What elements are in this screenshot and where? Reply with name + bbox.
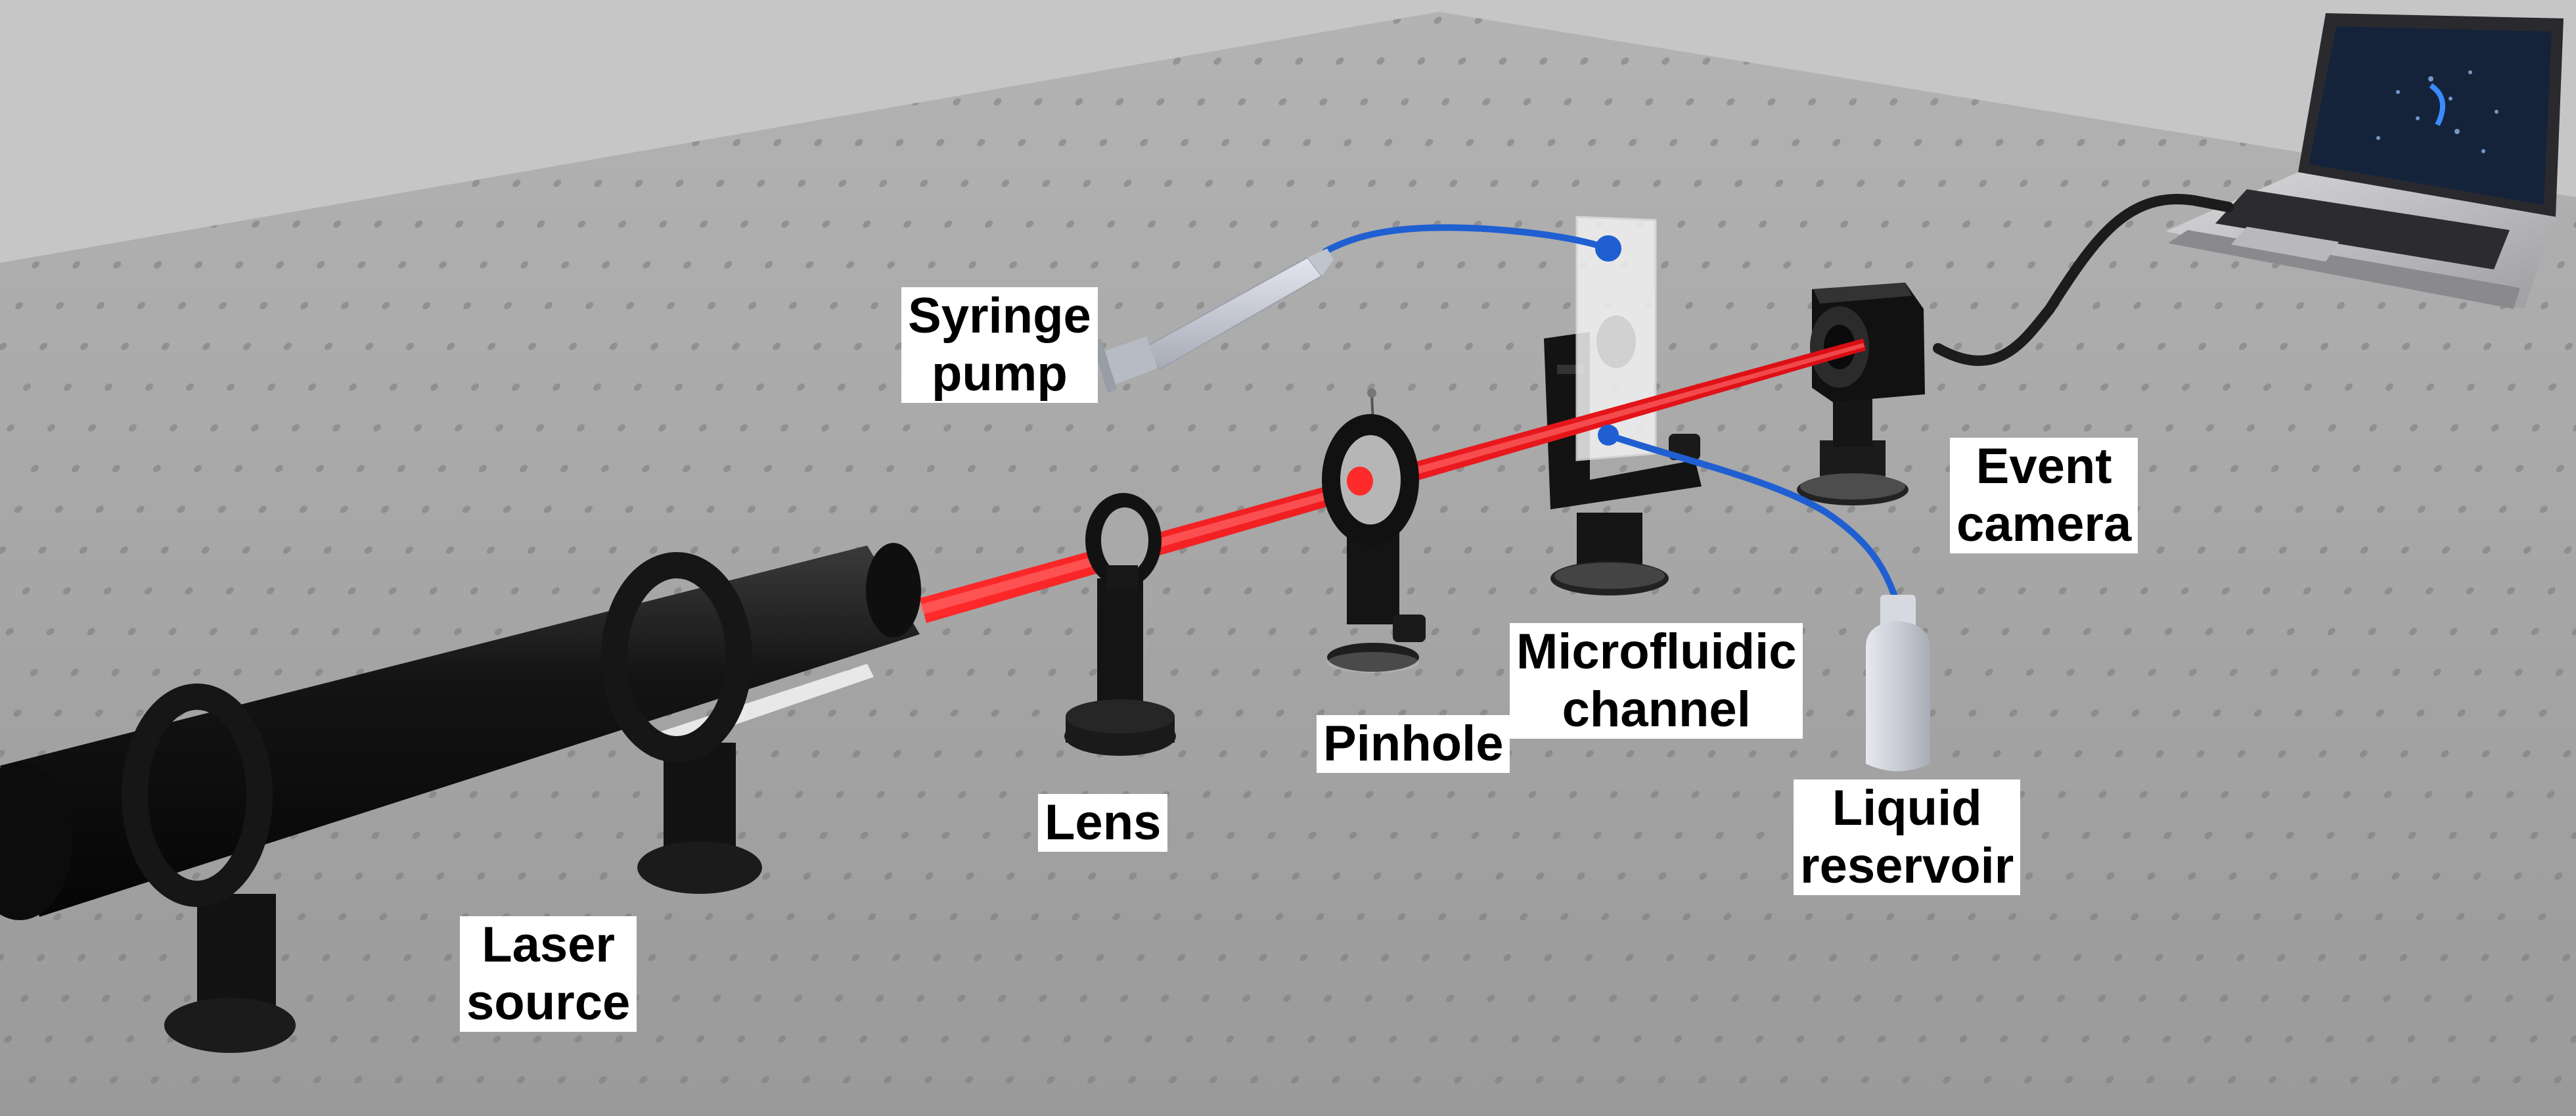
microfluidic-chip-icon [1575, 216, 1657, 461]
lens-mount-icon [1064, 493, 1176, 756]
label-pinhole-text: Pinhole [1323, 716, 1504, 772]
laser-source-icon [0, 543, 921, 1053]
liquid-reservoir-icon [1866, 595, 1930, 772]
label-microfluidic-channel-line1: Microfluidic [1516, 624, 1797, 680]
laptop-keyboard [2215, 189, 2510, 269]
inlet-port [1595, 235, 1621, 262]
outlet-tubing [1605, 432, 1901, 608]
label-pinhole: Pinhole [1317, 715, 1510, 773]
label-liquid-reservoir-line1: Liquid [1832, 780, 1982, 836]
inlet-tubing [1322, 224, 1612, 254]
outlet-port [1598, 425, 1619, 446]
label-syringe-pump: Syringe pump [901, 287, 1098, 403]
label-syringe-pump-line2: pump [931, 346, 1068, 402]
usb-cable [1933, 194, 2234, 366]
label-microfluidic-channel: Microfluidic channel [1510, 623, 1803, 739]
label-lens: Lens [1038, 794, 1168, 852]
label-liquid-reservoir: Liquid reservoir [1794, 779, 2021, 895]
event-camera-icon [1797, 283, 1925, 505]
label-lens-text: Lens [1045, 795, 1162, 850]
pinhole-mount-icon [1322, 388, 1426, 673]
laptop-icon [2165, 13, 2564, 309]
label-liquid-reservoir-line2: reservoir [1800, 838, 2014, 894]
label-microfluidic-channel-line2: channel [1562, 682, 1751, 737]
label-laser-source-line1: Laser [482, 917, 616, 973]
label-laser-source-line2: source [466, 975, 631, 1031]
label-event-camera-line1: Event [1976, 438, 2112, 494]
syringe-pump-icon [1092, 248, 1334, 393]
label-syringe-pump-line1: Syringe [908, 288, 1091, 344]
label-event-camera: Event camera [1950, 438, 2138, 553]
label-event-camera-line2: camera [1956, 496, 2132, 552]
label-laser-source: Laser source [460, 916, 637, 1032]
